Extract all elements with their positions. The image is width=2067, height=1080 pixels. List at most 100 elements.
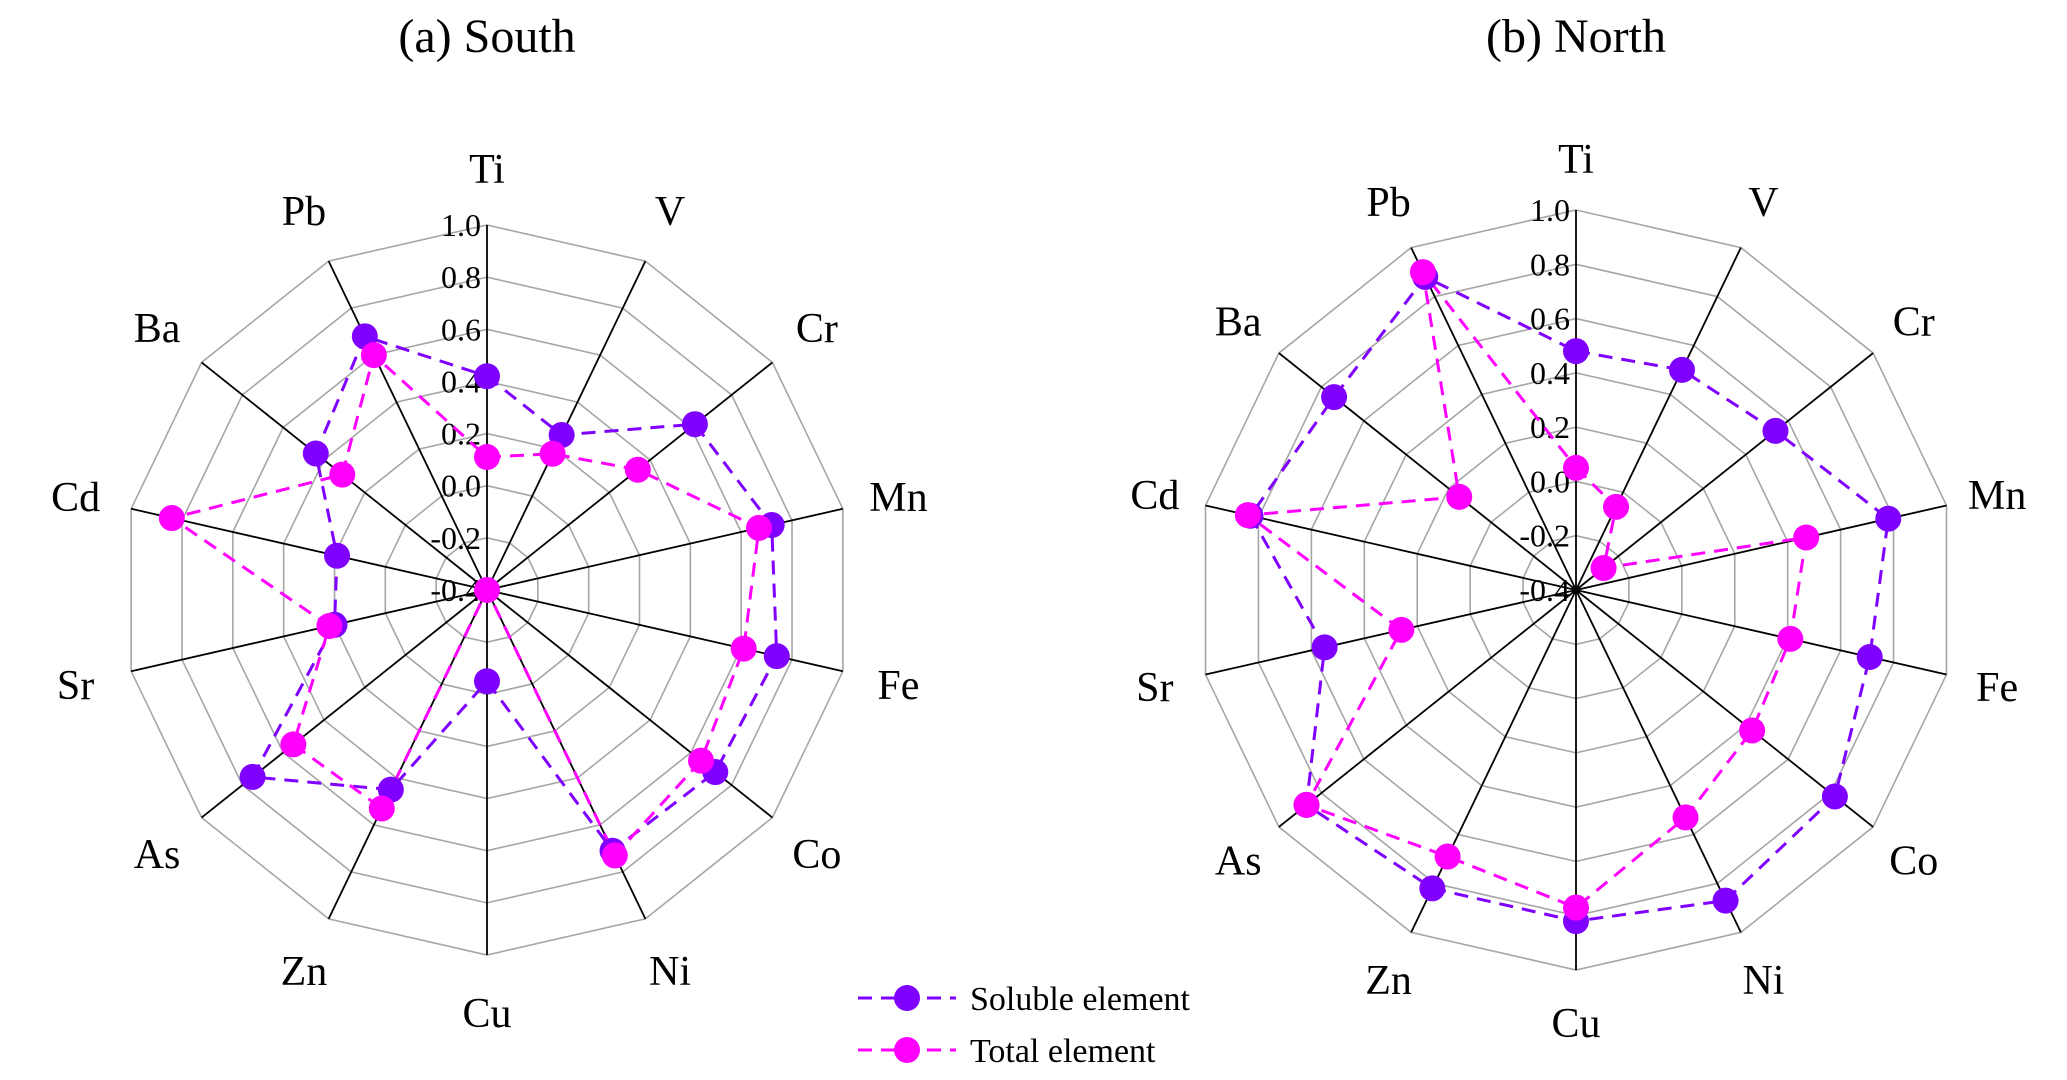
point-soluble-as	[239, 763, 266, 790]
point-total-mn	[1793, 524, 1820, 551]
axis-spoke-as	[1278, 589, 1577, 828]
axis-label-ni: Ni	[649, 949, 691, 995]
point-total-zn	[1434, 843, 1461, 870]
point-total-cu	[1563, 894, 1589, 921]
legend-total-label: Total element	[970, 1033, 1156, 1070]
point-total-as	[280, 731, 307, 758]
axis-spoke-co	[1575, 589, 1874, 828]
point-total-ba	[329, 461, 356, 488]
r-tick-label: 0.8	[441, 259, 481, 295]
r-tick-label: -0.2	[1519, 518, 1570, 554]
r-tick-label: 0.8	[1530, 246, 1570, 282]
point-total-ni	[1672, 804, 1699, 831]
point-soluble-zn	[1419, 875, 1446, 902]
point-soluble-cr	[1762, 417, 1789, 444]
legend: Soluble element Total element	[858, 981, 1191, 1070]
series-line-soluble-south	[250, 334, 779, 853]
r-tick-label: -0.4	[430, 572, 481, 608]
axis-spoke-mn	[486, 507, 844, 591]
chart-title-south: (a) South	[398, 10, 575, 63]
axis-label-pb: Pb	[1366, 180, 1410, 226]
axis-label-cu: Cu	[462, 991, 511, 1037]
axis-spoke-pb	[327, 260, 488, 591]
r-tick-label: 0.6	[1530, 301, 1570, 337]
point-total-ba	[1446, 483, 1473, 510]
r-tick-label: -0.4	[1519, 572, 1570, 608]
axis-label-cd: Cd	[1130, 473, 1179, 519]
point-soluble-ba	[302, 440, 329, 467]
point-total-co	[1739, 717, 1766, 744]
radar-chart-north: -0.4-0.20.00.20.40.60.81.0 TiVCrMnFeCoNi…	[1130, 10, 2026, 1047]
point-total-ni	[601, 842, 628, 869]
axis-spoke-v	[1575, 247, 1742, 591]
point-total-cd	[1234, 502, 1261, 529]
legend-total-marker	[894, 1037, 920, 1063]
point-total-cd	[158, 505, 185, 532]
axis-label-pb: Pb	[282, 189, 326, 235]
r-tick-label: -0.2	[430, 520, 481, 556]
point-total-zn	[368, 795, 395, 822]
axis-label-ba: Ba	[134, 306, 181, 352]
axis-label-cr: Cr	[1893, 300, 1935, 346]
axis-label-cu: Cu	[1551, 1001, 1600, 1047]
axis-spoke-ni	[1575, 589, 1742, 933]
axis-label-mn: Mn	[1968, 473, 2026, 519]
point-total-mn	[745, 514, 772, 541]
axis-label-sr: Sr	[1136, 665, 1173, 711]
r-tick-label: 0.6	[441, 311, 481, 347]
axis-label-cd: Cd	[51, 475, 100, 521]
axis-spoke-cd	[130, 507, 488, 591]
axis-label-as: As	[134, 832, 181, 878]
axis-label-zn: Zn	[1365, 958, 1412, 1004]
point-total-cr	[1590, 554, 1617, 581]
legend-soluble-marker	[894, 985, 920, 1011]
point-soluble-cd	[324, 542, 351, 569]
axis-label-co: Co	[1889, 838, 1938, 884]
axis-spoke-pb	[1410, 247, 1577, 591]
axis-label-fe: Fe	[1976, 665, 2018, 711]
point-soluble-cr	[681, 411, 708, 438]
r-tick-label: 0.4	[441, 363, 481, 399]
series-line-total-north	[1243, 271, 1809, 910]
axis-label-ba: Ba	[1215, 300, 1262, 346]
point-total-cu	[474, 577, 500, 603]
point-total-cr	[624, 456, 651, 483]
point-total-ti	[1563, 454, 1589, 481]
axis-label-sr: Sr	[57, 663, 94, 709]
legend-soluble-label: Soluble element	[970, 981, 1191, 1018]
axis-spoke-fe	[1575, 589, 1947, 676]
point-soluble-cu	[474, 668, 500, 695]
axis-label-cr: Cr	[796, 306, 838, 352]
axis-spoke-zn	[1410, 589, 1577, 933]
axis-spoke-sr	[130, 589, 488, 673]
point-soluble-ni	[1712, 887, 1739, 914]
r-tick-label: 1.0	[1530, 192, 1570, 228]
axis-label-ti: Ti	[469, 147, 505, 193]
axis-spoke-cr	[1575, 352, 1874, 591]
axis-label-v: V	[655, 189, 685, 235]
chart-title-north: (b) North	[1486, 10, 1666, 63]
point-total-pb	[360, 342, 387, 369]
axis-label-as: As	[1215, 838, 1262, 884]
point-total-pb	[1409, 259, 1436, 286]
r-tick-label: 0.4	[1530, 355, 1570, 391]
axis-spoke-fe	[486, 589, 844, 673]
point-total-as	[1293, 791, 1320, 818]
point-total-v	[539, 440, 566, 467]
axis-label-mn: Mn	[869, 475, 927, 521]
point-soluble-ti	[474, 363, 500, 390]
point-total-sr	[1388, 616, 1415, 643]
axis-label-fe: Fe	[877, 663, 919, 709]
axis-spoke-cd	[1205, 504, 1577, 591]
radar-chart-south: -0.4-0.20.00.20.40.60.81.0 TiVCrMnFeCoNi…	[51, 10, 928, 1037]
point-soluble-co	[1821, 783, 1848, 810]
point-total-fe	[1777, 625, 1804, 652]
axis-label-co: Co	[792, 832, 841, 878]
axis-label-ni: Ni	[1742, 958, 1784, 1004]
point-total-ti	[474, 444, 500, 471]
point-soluble-v	[1668, 356, 1695, 383]
point-total-sr	[316, 612, 343, 639]
point-total-co	[688, 747, 715, 774]
r-tick-label: 1.0	[441, 207, 481, 243]
